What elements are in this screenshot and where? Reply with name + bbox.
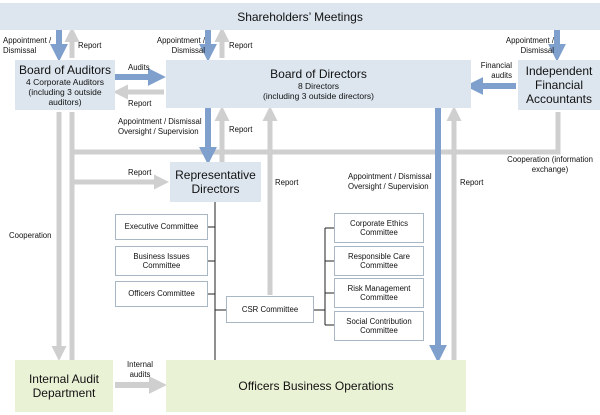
accountants-line1: Independent	[525, 64, 593, 78]
label-cooperation: Cooperation	[9, 231, 52, 240]
directors-line2: (including 3 outside directors)	[262, 91, 375, 101]
operations-title: Officers Business Operations	[238, 379, 394, 393]
directors-line1: 8 Directors	[297, 81, 340, 91]
label-report-to-auditors: Report	[128, 99, 152, 108]
shareholders-meetings-box: Shareholders’ Meetings	[0, 3, 600, 30]
directors-title: Board of Directors	[270, 67, 367, 81]
accountants-line3: Accountants	[525, 92, 593, 106]
audit-dept-line2: Department	[32, 386, 96, 400]
corporate-ethics-committee-box: Corporate Ethics Committee	[334, 213, 424, 243]
business-issues-committee-label: Business Issues Committee	[133, 251, 190, 271]
social-contribution-committee-box: Social Contribution Committee	[334, 311, 424, 341]
label-oversight-rep: Appointment / Dismissal Oversight / Supe…	[118, 117, 202, 136]
auditors-line2: (including 3 outside auditors)	[28, 87, 102, 107]
label-audits: Audits	[128, 63, 150, 72]
rep-line2: Directors	[191, 182, 240, 196]
responsible-care-committee-box: Responsible Care Committee	[334, 246, 424, 276]
label-report-rep: Report	[229, 125, 253, 134]
label-report-csr: Report	[275, 178, 299, 187]
board-of-auditors-box: Board of Auditors 4 Corporate Auditors (…	[15, 60, 115, 110]
internal-audit-department-box: Internal Audit Department	[15, 360, 113, 412]
label-appt-directors: Appointment / Dismissal	[156, 36, 205, 55]
committee-tree-lines	[208, 200, 334, 360]
independent-accountants-box: Independent Financial Accountants	[518, 60, 600, 110]
auditors-title: Board of Auditors	[18, 63, 112, 77]
label-report-operations: Report	[460, 178, 484, 187]
accountants-line2: Financial	[534, 78, 584, 92]
social-contribution-committee-label: Social Contribution Committee	[346, 316, 412, 336]
officers-business-operations-box: Officers Business Operations	[166, 360, 466, 412]
board-of-directors-box: Board of Directors 8 Directors (includin…	[166, 60, 471, 108]
executive-committee-label: Executive Committee	[124, 222, 199, 232]
business-issues-committee-box: Business Issues Committee	[115, 246, 208, 276]
label-oversight-operations: Appointment / Dismissal Oversight / Supe…	[348, 172, 432, 191]
responsible-care-committee-label: Responsible Care Committee	[348, 251, 410, 271]
label-cooperation-info: Cooperation (information exchange)	[507, 155, 593, 174]
executive-committee-box: Executive Committee	[115, 214, 208, 240]
label-financial-audits: Financial audits	[480, 61, 512, 80]
representative-directors-box: Representative Directors	[170, 162, 261, 202]
label-appt-accountants: Appointment / Dismissal	[505, 36, 554, 55]
label-report-audit-dept: Report	[128, 168, 152, 177]
shareholders-title: Shareholders’ Meetings	[237, 9, 363, 24]
label-internal-audits: Internal audits	[126, 360, 153, 379]
officers-committee-box: Officers Committee	[115, 281, 208, 307]
label-appt-auditors: Appointment / Dismissal	[3, 36, 52, 55]
label-report-directors: Report	[229, 41, 253, 50]
risk-management-committee-label: Risk Management Committee	[347, 283, 411, 303]
audit-dept-line1: Internal Audit	[28, 372, 100, 386]
label-report-auditors: Report	[78, 41, 102, 50]
auditors-line1: 4 Corporate Auditors	[26, 77, 104, 87]
csr-committee-label: CSR Committee	[241, 304, 299, 314]
risk-management-committee-box: Risk Management Committee	[334, 278, 424, 308]
officers-committee-label: Officers Committee	[128, 289, 195, 299]
rep-line1: Representative	[175, 168, 256, 182]
csr-committee-box: CSR Committee	[226, 296, 314, 323]
corporate-ethics-committee-label: Corporate Ethics Committee	[349, 218, 409, 238]
